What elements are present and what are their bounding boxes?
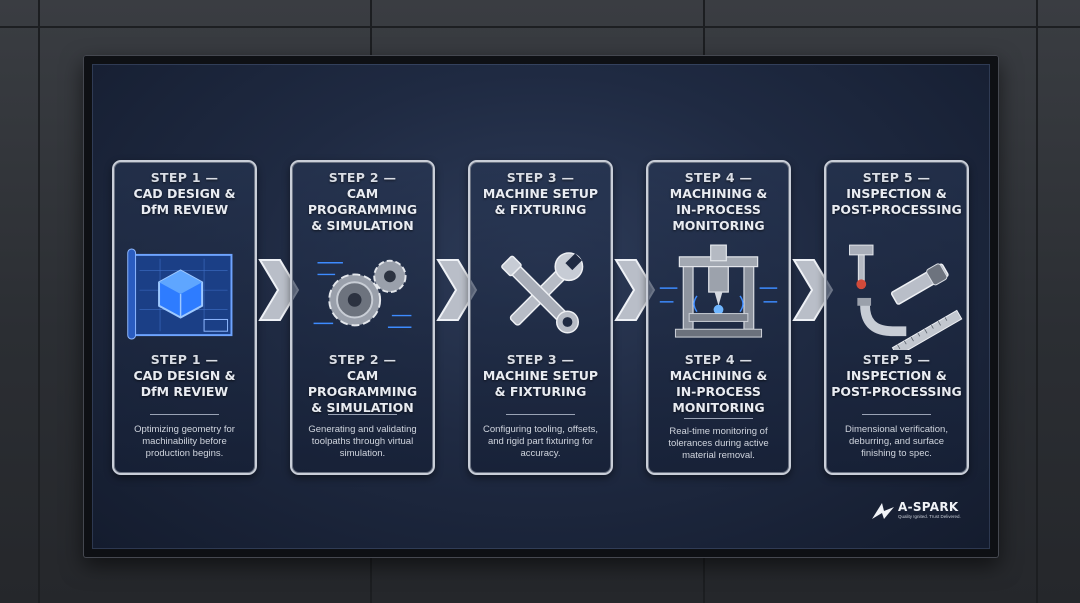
step-title-line: IN-PROCESS bbox=[676, 202, 761, 217]
process-infographic: STEP 1 — CAD DESIGN & DfM REVIEW bbox=[92, 64, 990, 549]
description-line: deburring, and surface bbox=[848, 436, 945, 447]
step-title-line: INSPECTION & bbox=[846, 186, 947, 201]
step-card-5: STEP 5 — INSPECTION & POST-PROCESSING bbox=[824, 160, 969, 475]
description-line: material removal. bbox=[682, 450, 755, 461]
step-title-line: MACHINING & bbox=[669, 186, 768, 201]
chevron-right-icon bbox=[792, 258, 834, 322]
step-header: STEP 4 — MACHINING & IN-PROCESS MONITORI… bbox=[648, 170, 789, 240]
micrometer-icon bbox=[828, 240, 965, 357]
step-card-4: STEP 4 — MACHINING & IN-PROCESS MONITORI… bbox=[646, 160, 791, 475]
spark-logo-icon bbox=[872, 503, 894, 519]
brand-tagline: Quality Ignited. Trust Delivered. bbox=[898, 514, 961, 519]
step-number: STEP 1 — bbox=[150, 352, 219, 367]
divider bbox=[328, 414, 397, 415]
step-title-line: CAM PROGRAMMING bbox=[307, 368, 418, 399]
description-line: accuracy. bbox=[520, 448, 561, 459]
description-line: Optimizing geometry for bbox=[134, 424, 235, 435]
step-number: STEP 1 — bbox=[150, 170, 219, 185]
step-title-line: & SIMULATION bbox=[311, 400, 414, 415]
cnc-machine-icon bbox=[650, 240, 787, 350]
description-line: machinability before bbox=[142, 436, 227, 447]
step-card-2: STEP 2 — CAM PROGRAMMING & SIMULATION bbox=[290, 160, 435, 475]
description-line: tolerances during active bbox=[668, 438, 769, 449]
step-title-line: CAD DESIGN & bbox=[133, 186, 236, 201]
wall-panel bbox=[0, 0, 40, 603]
description-line: and rigid part fixturing for bbox=[487, 436, 594, 447]
step-number: STEP 4 — bbox=[684, 352, 753, 367]
step-number: STEP 2 — bbox=[328, 170, 397, 185]
description-line: simulation. bbox=[339, 448, 386, 459]
description-line: finishing to spec. bbox=[861, 448, 932, 459]
description-line: Real-time monitoring of bbox=[669, 426, 768, 437]
step-caption: STEP 2 — CAM PROGRAMMING & SIMULATION bbox=[292, 352, 433, 416]
description-line: Dimensional verification, bbox=[845, 424, 948, 435]
step-title-line: POST-PROCESSING bbox=[831, 202, 962, 217]
tv-display: STEP 1 — CAD DESIGN & DfM REVIEW bbox=[83, 55, 999, 558]
step-number: STEP 5 — bbox=[862, 170, 931, 185]
step-title-line: MACHINE SETUP bbox=[482, 186, 599, 201]
step-title-line: MONITORING bbox=[672, 218, 765, 233]
step-title-line: CAD DESIGN & bbox=[133, 368, 236, 383]
step-caption: STEP 5 — INSPECTION & POST-PROCESSING bbox=[826, 352, 967, 400]
step-header: STEP 2 — CAM PROGRAMMING & SIMULATION bbox=[292, 170, 433, 240]
divider bbox=[862, 414, 931, 415]
step-number: STEP 5 — bbox=[862, 352, 931, 367]
description-line: Configuring tooling, offsets, bbox=[483, 424, 598, 435]
step-number: STEP 3 — bbox=[506, 352, 575, 367]
wall-seam bbox=[0, 26, 1080, 28]
step-description: Configuring tooling, offsets, and rigid … bbox=[480, 424, 601, 460]
step-title-line: POST-PROCESSING bbox=[831, 384, 962, 399]
step-number: STEP 2 — bbox=[328, 352, 397, 367]
chevron-right-icon bbox=[258, 258, 300, 322]
wall-panel bbox=[705, 0, 1038, 603]
brand-logo: A-SPARK Quality Ignited. Trust Delivered… bbox=[870, 499, 966, 525]
chevron-right-icon bbox=[614, 258, 656, 322]
step-title-line: INSPECTION & bbox=[846, 368, 947, 383]
step-title-line: MACHINING & bbox=[669, 368, 768, 383]
description-line: toolpaths through virtual bbox=[311, 436, 414, 447]
step-description: Optimizing geometry for machinability be… bbox=[124, 424, 245, 460]
step-header: STEP 3 — MACHINE SETUP & FIXTURING bbox=[470, 170, 611, 240]
step-title-line: MONITORING bbox=[672, 400, 765, 415]
step-title-line: IN-PROCESS bbox=[676, 384, 761, 399]
step-header: STEP 5 — INSPECTION & POST-PROCESSING bbox=[826, 170, 967, 240]
step-caption: STEP 1 — CAD DESIGN & DfM REVIEW bbox=[114, 352, 255, 400]
step-title-line: CAM PROGRAMMING bbox=[307, 186, 418, 217]
step-description: Dimensional verification, deburring, and… bbox=[836, 424, 957, 460]
divider bbox=[506, 414, 575, 415]
description-line: production begins. bbox=[145, 448, 224, 459]
description-line: Generating and validating bbox=[308, 424, 417, 435]
brand-name: A-SPARK bbox=[898, 500, 959, 514]
step-title-line: DfM REVIEW bbox=[140, 202, 229, 217]
wrenches-icon bbox=[472, 240, 609, 350]
gears-code-icon bbox=[294, 240, 431, 350]
step-card-3: STEP 3 — MACHINE SETUP & FIXTURING bbox=[468, 160, 613, 475]
step-description: Generating and validating toolpaths thro… bbox=[302, 424, 423, 460]
divider bbox=[684, 418, 753, 419]
step-caption: STEP 4 — MACHINING & IN-PROCESS MONITORI… bbox=[648, 352, 789, 416]
step-card-1: STEP 1 — CAD DESIGN & DfM REVIEW bbox=[112, 160, 257, 475]
step-header: STEP 1 — CAD DESIGN & DfM REVIEW bbox=[114, 170, 255, 240]
step-caption: STEP 3 — MACHINE SETUP & FIXTURING bbox=[470, 352, 611, 400]
step-title-line: MACHINE SETUP bbox=[482, 368, 599, 383]
step-number: STEP 4 — bbox=[684, 170, 753, 185]
divider bbox=[150, 414, 219, 415]
step-title-line: & SIMULATION bbox=[311, 218, 414, 233]
chevron-right-icon bbox=[436, 258, 478, 322]
cad-blueprint-icon bbox=[116, 240, 253, 350]
step-number: STEP 3 — bbox=[506, 170, 575, 185]
step-description: Real-time monitoring of tolerances durin… bbox=[658, 426, 779, 462]
step-title-line: DfM REVIEW bbox=[140, 384, 229, 399]
step-title-line: & FIXTURING bbox=[494, 202, 587, 217]
step-title-line: & FIXTURING bbox=[494, 384, 587, 399]
